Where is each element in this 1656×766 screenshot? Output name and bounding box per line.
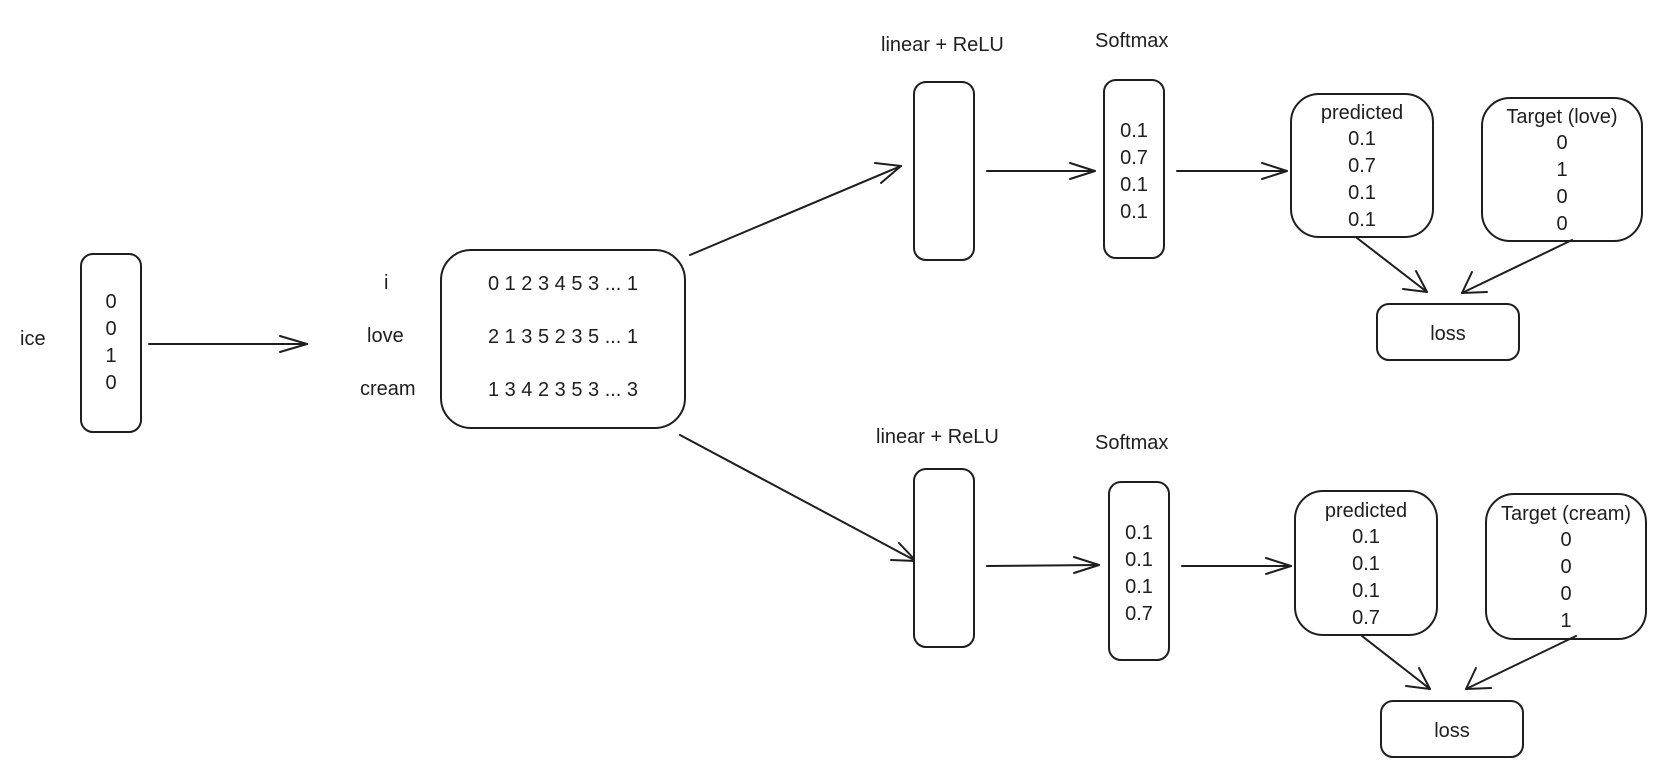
target-value: 0 <box>1556 213 1567 235</box>
arrow-embedding-to-linear-bottom <box>679 434 917 562</box>
softmax-value: 0.7 <box>1120 147 1148 169</box>
input-one-hot-box <box>80 253 142 433</box>
predicted-box <box>1290 93 1434 238</box>
arrow-linear-to-softmax <box>986 556 1100 574</box>
input-one-hot-value: 0 <box>105 291 116 313</box>
linear-relu-box <box>913 81 975 261</box>
softmax-label: Softmax <box>1095 30 1168 52</box>
predicted-title: predicted <box>1325 500 1407 522</box>
target-title: Target (love) <box>1506 106 1617 128</box>
predicted-value: 0.1 <box>1348 182 1376 204</box>
input-word-label: ice <box>20 328 46 350</box>
embedding-row-values: 1 3 4 2 3 5 3 ... 3 <box>488 379 638 401</box>
predicted-value: 0.7 <box>1348 155 1376 177</box>
embedding-row-values: 0 1 2 3 4 5 3 ... 1 <box>488 273 638 295</box>
softmax-value: 0.1 <box>1125 549 1153 571</box>
predicted-value: 0.7 <box>1352 607 1380 629</box>
loss-label: loss <box>1430 323 1466 345</box>
softmax-value: 0.7 <box>1125 603 1153 625</box>
predicted-value: 0.1 <box>1352 580 1380 602</box>
embedding-row-word: love <box>367 325 404 347</box>
predicted-value: 0.1 <box>1352 553 1380 575</box>
softmax-value: 0.1 <box>1125 576 1153 598</box>
arrow-target-to-loss <box>1461 239 1573 294</box>
softmax-label: Softmax <box>1095 432 1168 454</box>
embedding-row-word: cream <box>360 378 416 400</box>
predicted-value: 0.1 <box>1352 526 1380 548</box>
input-one-hot-value: 1 <box>105 345 116 367</box>
arrow-input-to-embedding <box>148 335 308 353</box>
embedding-matrix-box <box>440 249 686 429</box>
target-box <box>1481 97 1643 242</box>
arrow-embedding-to-linear-top <box>689 162 902 256</box>
loss-box <box>1380 700 1524 758</box>
target-value: 0 <box>1556 186 1567 208</box>
target-value: 1 <box>1556 159 1567 181</box>
softmax-value: 0.1 <box>1125 522 1153 544</box>
target-value: 0 <box>1560 583 1571 605</box>
predicted-box <box>1294 490 1438 636</box>
softmax-box <box>1108 481 1170 661</box>
softmax-value: 0.1 <box>1120 174 1148 196</box>
softmax-box <box>1103 79 1165 259</box>
predicted-title: predicted <box>1321 102 1403 124</box>
target-title: Target (cream) <box>1501 503 1631 525</box>
linear-relu-label: linear + ReLU <box>876 426 999 448</box>
embedding-row-values: 2 1 3 5 2 3 5 ... 1 <box>488 326 638 348</box>
linear-relu-label: linear + ReLU <box>881 34 1004 56</box>
target-value: 0 <box>1560 556 1571 578</box>
arrow-predicted-to-loss <box>1356 237 1428 293</box>
loss-label: loss <box>1434 720 1470 742</box>
predicted-value: 0.1 <box>1348 209 1376 231</box>
target-value: 1 <box>1560 610 1571 632</box>
softmax-value: 0.1 <box>1120 120 1148 142</box>
arrow-predicted-to-loss <box>1361 635 1431 690</box>
linear-relu-box <box>913 468 975 648</box>
arrow-softmax-to-predicted <box>1176 162 1288 180</box>
target-value: 0 <box>1556 132 1567 154</box>
arrow-linear-to-softmax <box>986 162 1096 180</box>
target-box <box>1485 493 1647 640</box>
softmax-value: 0.1 <box>1120 201 1148 223</box>
arrow-softmax-to-predicted <box>1181 557 1292 575</box>
target-value: 0 <box>1560 529 1571 551</box>
arrow-target-to-loss <box>1465 635 1577 690</box>
loss-box <box>1376 303 1520 361</box>
predicted-value: 0.1 <box>1348 128 1376 150</box>
input-one-hot-value: 0 <box>105 372 116 394</box>
embedding-row-word: i <box>384 272 388 294</box>
input-one-hot-value: 0 <box>105 318 116 340</box>
